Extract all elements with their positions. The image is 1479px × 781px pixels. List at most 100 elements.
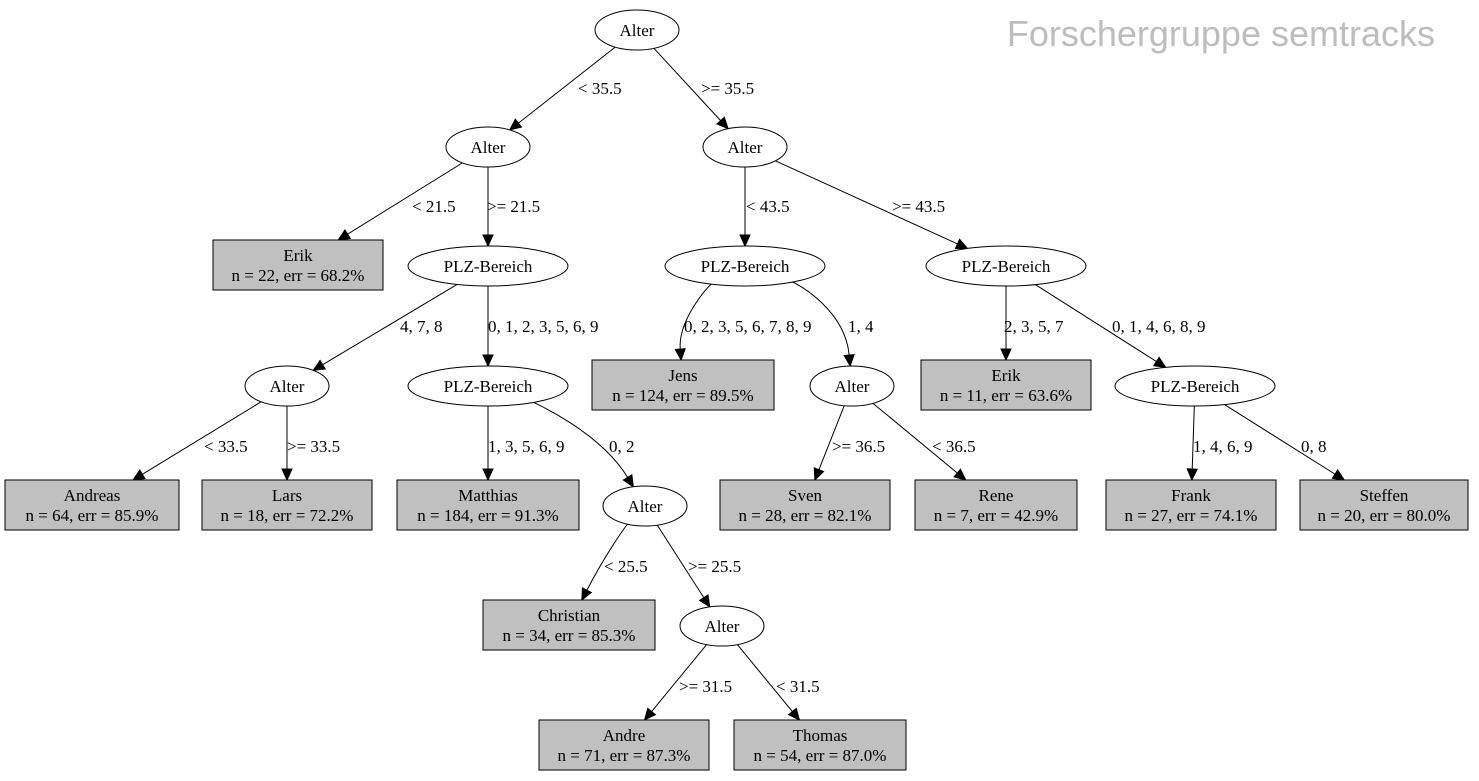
edge-n6-l_erik2-arrowhead xyxy=(1000,348,1012,362)
edge-n8-l_matthias-arrowhead xyxy=(482,468,494,482)
split-node-n12-ellipse xyxy=(679,605,765,647)
edge-n11-n12-arrowhead xyxy=(698,594,711,608)
edge-n4-n8-arrowhead xyxy=(482,354,494,368)
split-node-n3-label: Alter xyxy=(728,138,763,157)
edge-n11-n12-line xyxy=(656,524,705,598)
leaf-node-l_matthias-box xyxy=(396,479,580,531)
edge-n3-n5-label: < 43.5 xyxy=(746,197,790,216)
edge-n12-l_andre: >= 31.5 xyxy=(643,644,732,721)
leaf-node-l_lars-stat: n = 18, err = 72.2% xyxy=(221,506,354,525)
split-node-n7-label: Alter xyxy=(270,377,305,396)
edge-n7-l_lars: >= 33.5 xyxy=(281,406,340,482)
split-node-n10-ellipse xyxy=(1114,365,1276,407)
split-node-n12-label: Alter xyxy=(705,617,740,636)
edge-n8-n11-label: 0, 2 xyxy=(609,437,635,456)
edge-n9-l_sven-line xyxy=(818,405,845,470)
leaf-node-l_christian-label: Christian xyxy=(538,606,601,625)
split-node-n6-ellipse xyxy=(925,245,1087,287)
leaf-node-l_jens-label: Jens xyxy=(668,366,697,385)
leaf-node-l_thomas-box xyxy=(733,719,907,771)
leaf-node-l_jens-stat: n = 124, err = 89.5% xyxy=(612,386,753,405)
leaf-node-l_andreas-label: Andreas xyxy=(64,486,121,505)
edge-n11-l_christian-arrowhead xyxy=(581,587,593,602)
edge-n1-n2-line xyxy=(518,46,616,124)
leaf-node-l_sven-box xyxy=(719,479,891,531)
leaf-node-l_steffen-stat: n = 20, err = 80.0% xyxy=(1318,506,1451,525)
edge-n7-l_andreas: < 33.5 xyxy=(131,401,262,481)
edge-n4-n7-line xyxy=(322,284,458,366)
leaf-node-l_jens-box xyxy=(591,359,775,411)
leaf-node-l_andre-label: Andre xyxy=(603,726,645,745)
edge-n6-n10-label: 0, 1, 4, 6, 8, 9 xyxy=(1112,317,1206,336)
split-node-n11-label: Alter xyxy=(628,497,663,516)
split-node-n4-label: PLZ-Bereich xyxy=(444,257,533,276)
edge-n10-l_frank: 1, 4, 6, 9 xyxy=(1186,405,1253,482)
split-node-n8: PLZ-Bereich xyxy=(407,365,569,407)
edge-n8-n11: 0, 2 xyxy=(533,401,635,488)
split-node-n3: Alter xyxy=(702,126,788,168)
edge-n7-l_lars-arrowhead xyxy=(281,468,293,482)
edge-n5-n9-line xyxy=(792,281,850,356)
edge-n8-n11-line xyxy=(533,401,629,478)
edge-n8-n11-arrowhead xyxy=(622,473,634,488)
edge-n6-n10-arrowhead xyxy=(1152,356,1167,369)
leaf-node-l_sven-stat: n = 28, err = 82.1% xyxy=(739,506,872,525)
edge-n12-l_andre-arrowhead xyxy=(643,707,657,721)
leaf-node-l_andreas-box xyxy=(4,479,180,531)
leaf-node-l_rene-box xyxy=(914,479,1078,531)
edge-n12-l_andre-line xyxy=(651,644,708,712)
split-node-n12: Alter xyxy=(679,605,765,647)
split-node-n1: Alter xyxy=(594,9,680,51)
split-node-n2: Alter xyxy=(445,126,531,168)
edge-n4-n8: 0, 1, 2, 3, 5, 6, 9 xyxy=(482,286,599,368)
edge-n10-l_steffen-arrowhead xyxy=(1331,468,1346,481)
edge-n8-l_matthias: 1, 3, 5, 6, 9 xyxy=(482,406,565,482)
edge-n1-n3-arrowhead xyxy=(716,116,729,130)
edge-n7-l_andreas-label: < 33.5 xyxy=(204,437,248,456)
split-node-n11-ellipse xyxy=(602,485,688,527)
leaf-node-l_erik2-stat: n = 11, err = 63.6% xyxy=(940,386,1072,405)
edge-n4-n7: 4, 7, 8 xyxy=(312,284,458,371)
edges-layer: < 35.5>= 35.5< 21.5>= 21.5< 43.5>= 43.54… xyxy=(131,46,1346,721)
split-node-n2-label: Alter xyxy=(471,138,506,157)
edge-n11-l_christian: < 25.5 xyxy=(581,523,648,602)
leaf-node-l_steffen-box xyxy=(1299,479,1469,531)
edge-n6-l_erik2-label: 2, 3, 5, 7 xyxy=(1004,317,1064,336)
edge-n2-l_erik1-arrowhead xyxy=(337,229,352,241)
leaf-node-l_erik1-stat: n = 22, err = 68.2% xyxy=(232,266,365,285)
edge-n9-l_sven-arrowhead xyxy=(813,467,825,482)
split-node-n3-ellipse xyxy=(702,126,788,168)
edge-n9-l_sven: >= 36.5 xyxy=(813,405,885,482)
edge-n10-l_frank-label: 1, 4, 6, 9 xyxy=(1193,437,1253,456)
leaf-node-l_rene-stat: n = 7, err = 42.9% xyxy=(934,506,1058,525)
edge-n2-l_erik1: < 21.5 xyxy=(337,162,463,241)
edge-n10-l_steffen: 0, 8 xyxy=(1224,404,1346,481)
edge-n4-n7-label: 4, 7, 8 xyxy=(400,317,443,336)
split-node-n5-label: PLZ-Bereich xyxy=(701,257,790,276)
edge-n6-n10-line xyxy=(1035,284,1157,362)
split-node-n11: Alter xyxy=(602,485,688,527)
split-node-n9-label: Alter xyxy=(835,377,870,396)
split-node-n8-label: PLZ-Bereich xyxy=(444,377,533,396)
leaf-node-l_thomas-label: Thomas xyxy=(793,726,848,745)
leaf-node-l_andre-box xyxy=(538,719,710,771)
leaf-node-l_thomas-stat: n = 54, err = 87.0% xyxy=(754,746,887,765)
leaf-node-l_christian-stat: n = 34, err = 85.3% xyxy=(503,626,636,645)
edge-n2-n4: >= 21.5 xyxy=(482,167,540,248)
split-node-n2-ellipse xyxy=(445,126,531,168)
leaf-node-l_christian-box xyxy=(482,599,656,651)
edge-n7-l_andreas-line xyxy=(142,401,262,475)
leaf-node-l_steffen-label: Steffen xyxy=(1360,486,1409,505)
split-node-n10: PLZ-Bereich xyxy=(1114,365,1276,407)
edge-n8-l_matthias-label: 1, 3, 5, 6, 9 xyxy=(488,437,565,456)
edge-n12-l_thomas: < 31.5 xyxy=(736,644,820,721)
